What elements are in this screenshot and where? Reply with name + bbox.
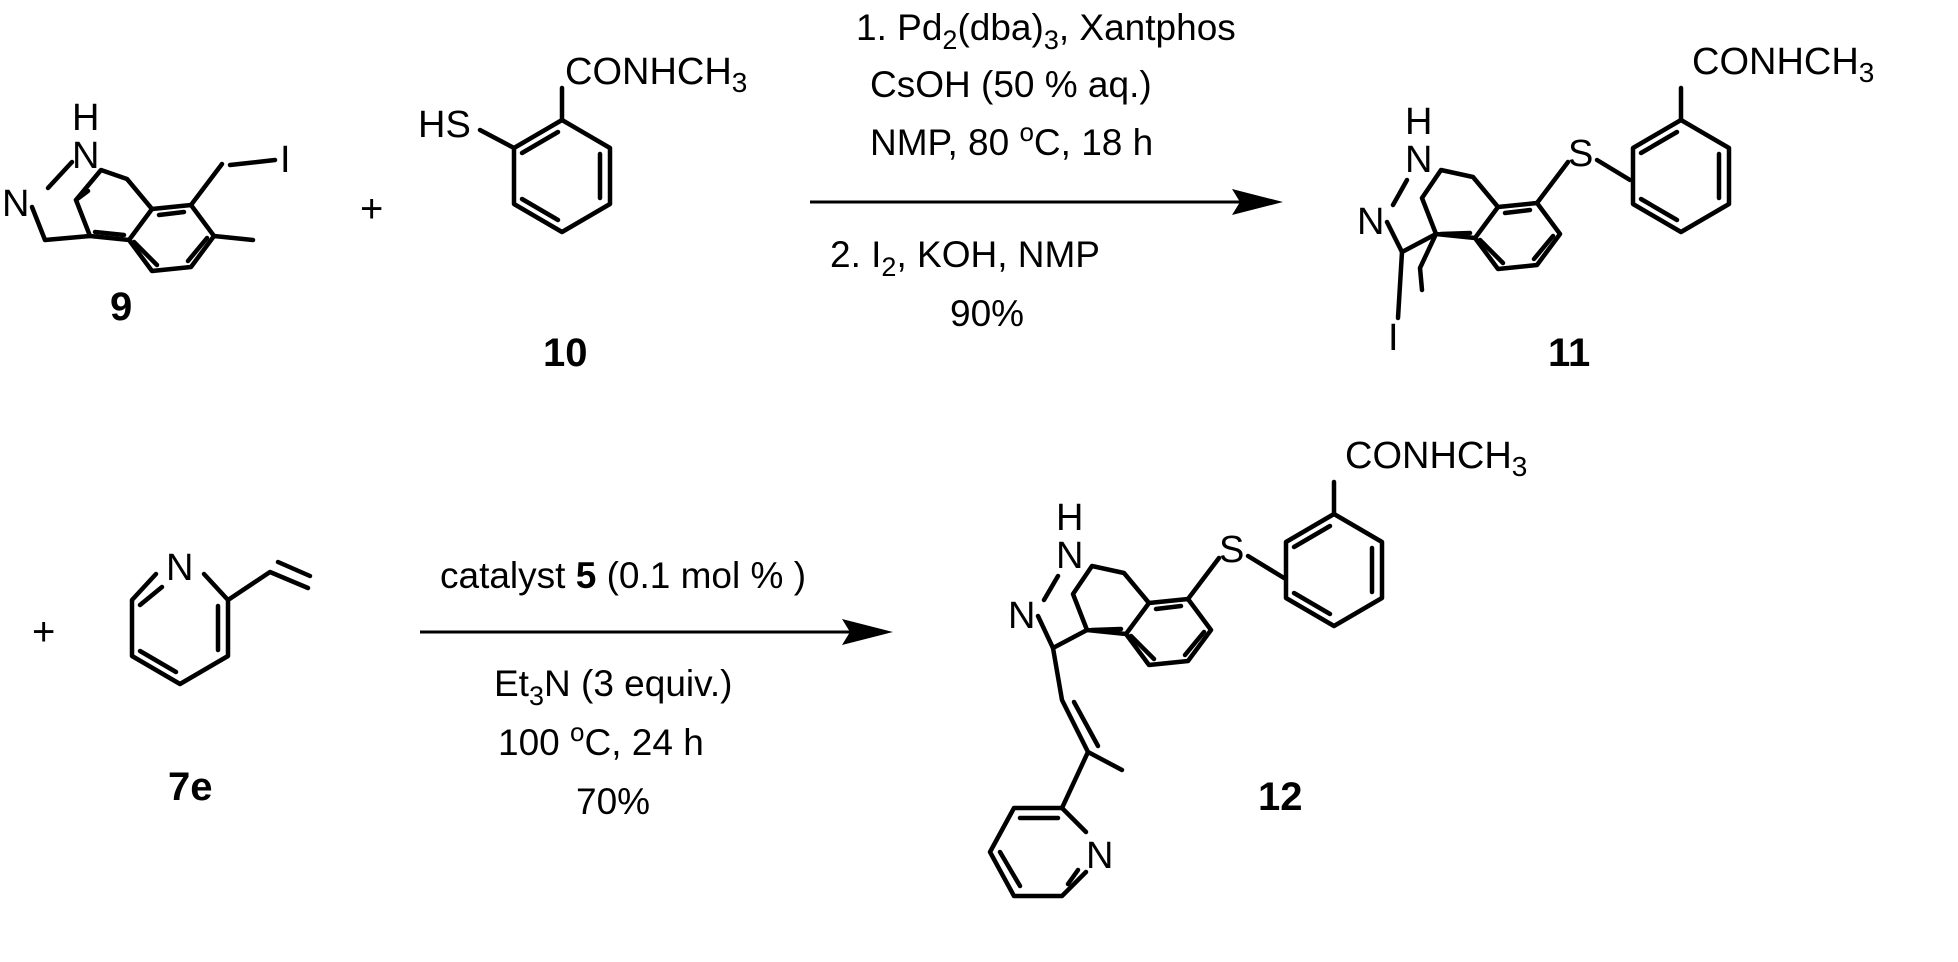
compound-7e-structure xyxy=(129,559,313,687)
compound-10-amide: CONHCH3 xyxy=(565,51,747,98)
compound-7e-label: 7e xyxy=(168,765,213,809)
compound-11-iodine: I xyxy=(1388,317,1399,359)
reaction2-plus-sign: + xyxy=(32,610,55,654)
compound-9-n1-n2-bond xyxy=(29,159,93,243)
reaction1-yield: 90% xyxy=(950,293,1024,334)
compound-11-label: 11 xyxy=(1548,331,1590,375)
reaction2-arrow-head xyxy=(842,619,893,645)
compound-9-label: 9 xyxy=(110,285,132,329)
reaction1-condition-line4: 2. I2, KOH, NMP xyxy=(830,234,1100,282)
compound-11-structure xyxy=(1417,85,1732,293)
compound-9-c-i-bond xyxy=(227,157,278,168)
compound-11-nh-h: H xyxy=(1405,101,1432,143)
compound-11-amide: CONHCH3 xyxy=(1692,41,1874,88)
compound-12-nh-h: H xyxy=(1056,497,1083,539)
compound-9-n2: N xyxy=(2,183,29,225)
reaction2-condition-line1: catalyst 5 (0.1 mol % ) xyxy=(440,555,806,596)
compound-12-pyridine-nitrogen: N xyxy=(1086,835,1113,877)
compound-12-amide: CONHCH3 xyxy=(1345,435,1527,482)
compound-12-n2: N xyxy=(1008,595,1035,637)
compound-7e-nitrogen: N xyxy=(166,547,193,589)
compound-9-iodine: I xyxy=(280,139,291,181)
compound-11-nh-n: N xyxy=(1405,139,1432,181)
reaction1-condition-line2: CsOH (50 % aq.) xyxy=(870,64,1152,105)
compound-11-sulfur: S xyxy=(1568,133,1593,175)
reaction2-condition-line3: 100 oC, 24 h xyxy=(498,717,704,763)
compound-12-n-n-bond xyxy=(1035,573,1090,651)
compound-11-n2: N xyxy=(1357,201,1384,243)
compound-12-nh-n: N xyxy=(1056,535,1083,577)
reaction1-condition-line3: NMP, 80 oC, 18 h xyxy=(870,117,1153,163)
compound-9-structure xyxy=(73,161,256,274)
compound-12-structure xyxy=(987,479,1385,899)
reaction1-plus-sign: + xyxy=(360,187,383,231)
compound-10-thiol: HS xyxy=(418,104,471,146)
compound-12-sulfur: S xyxy=(1219,529,1244,571)
compound-10-structure xyxy=(477,85,613,235)
compound-9-nh-h: H xyxy=(72,97,99,139)
compound-9-nh-n: N xyxy=(72,135,99,177)
reaction1-arrow-head xyxy=(1232,189,1283,215)
compound-12-label: 12 xyxy=(1258,775,1303,819)
compound-11-c-i-bond xyxy=(1395,249,1405,321)
reaction2-yield: 70% xyxy=(576,781,650,822)
reaction1-condition-line1: 1. Pd2(dba)3, Xantphos xyxy=(856,7,1236,55)
reaction2-condition-line2: Et3N (3 equiv.) xyxy=(494,663,733,711)
compound-10-label: 10 xyxy=(543,331,588,375)
